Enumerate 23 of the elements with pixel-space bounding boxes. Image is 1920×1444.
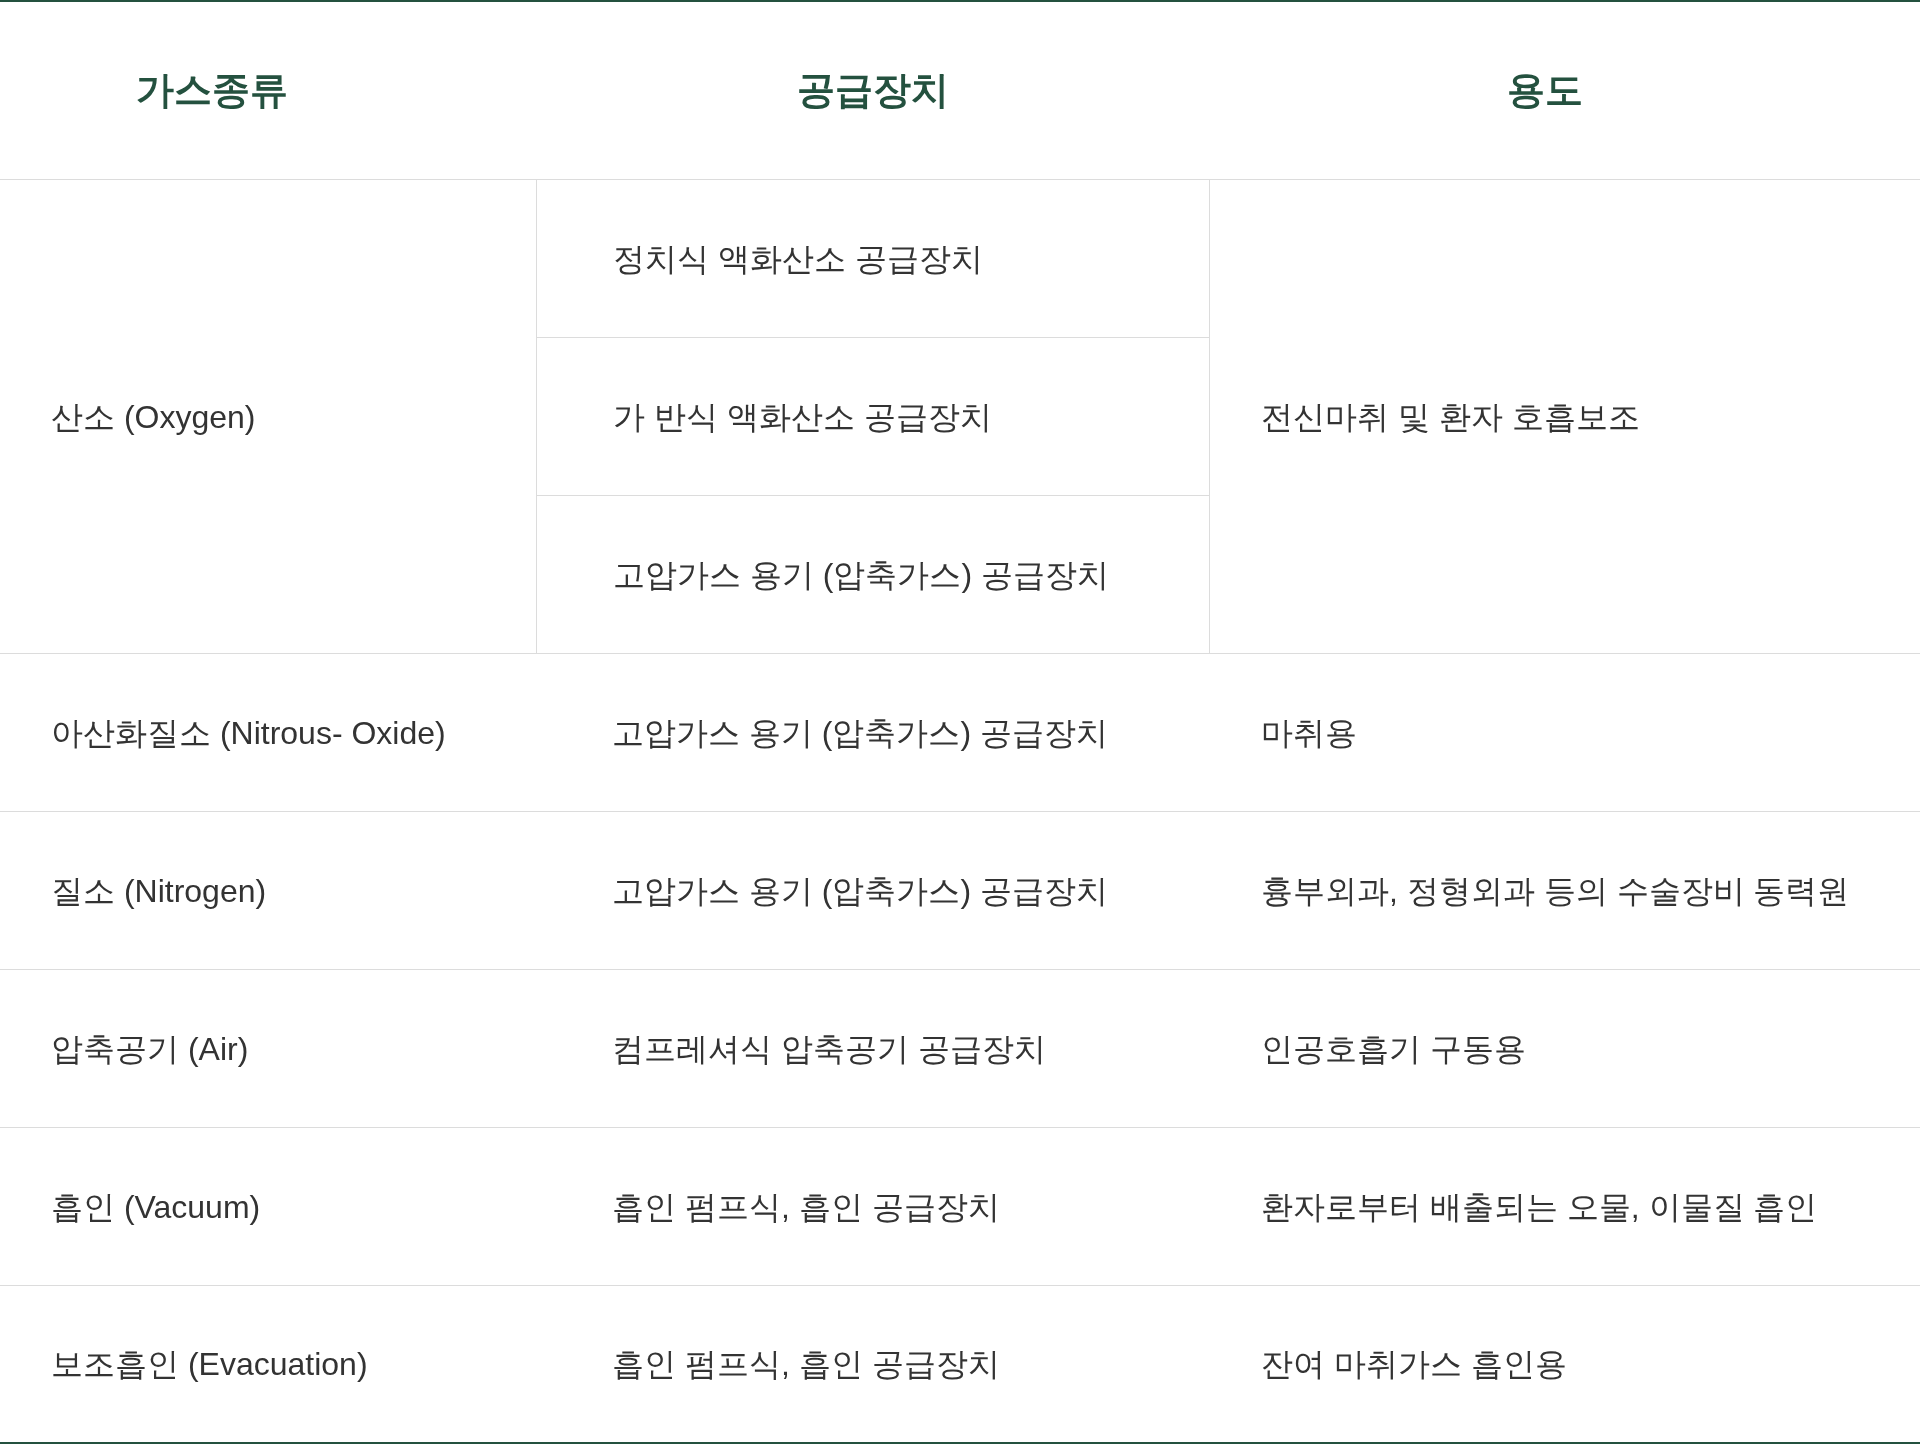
supply-device: 가 반식 액화산소 공급장치 [613,397,992,437]
usage-text: 전신마취 및 환자 호흡보조 [1261,397,1640,437]
gas-type: 흡인 (Vacuum) [51,1187,261,1227]
usage-text: 인공호흡기 구동용 [1261,1029,1526,1069]
gas-type: 산소 (Oxygen) [51,397,256,437]
supply-device: 고압가스 용기 (압축가스) 공급장치 [612,871,1108,911]
supply-device: 고압가스 용기 (압축가스) 공급장치 [612,713,1108,753]
usage-text: 잔여 마취가스 흡인용 [1261,1345,1567,1384]
supply-device: 컴프레셔식 압축공기 공급장치 [612,1029,1046,1069]
column-header: 가스종류 [136,68,288,113]
gas-type: 질소 (Nitrogen) [51,871,267,911]
supply-device: 고압가스 용기 (압축가스) 공급장치 [613,555,1109,595]
usage-text: 마취용 [1261,713,1357,753]
column-header: 용도 [1507,68,1583,113]
usage-text: 환자로부터 배출되는 오물, 이물질 흡인 [1261,1187,1818,1227]
supply-device: 흡인 펌프식, 흡인 공급장치 [612,1187,1000,1227]
gas-type: 보조흡인 (Evacuation) [51,1345,368,1384]
gas-type: 아산화질소 (Nitrous- Oxide) [51,713,446,753]
usage-text: 흉부외과, 정형외과 등의 수술장비 동력원 [1261,871,1850,911]
column-header: 공급장치 [797,68,949,113]
supply-device: 정치식 액화산소 공급장치 [613,239,983,279]
gas-type: 압축공기 (Air) [51,1029,249,1069]
supply-device: 흡인 펌프식, 흡인 공급장치 [612,1345,1000,1384]
